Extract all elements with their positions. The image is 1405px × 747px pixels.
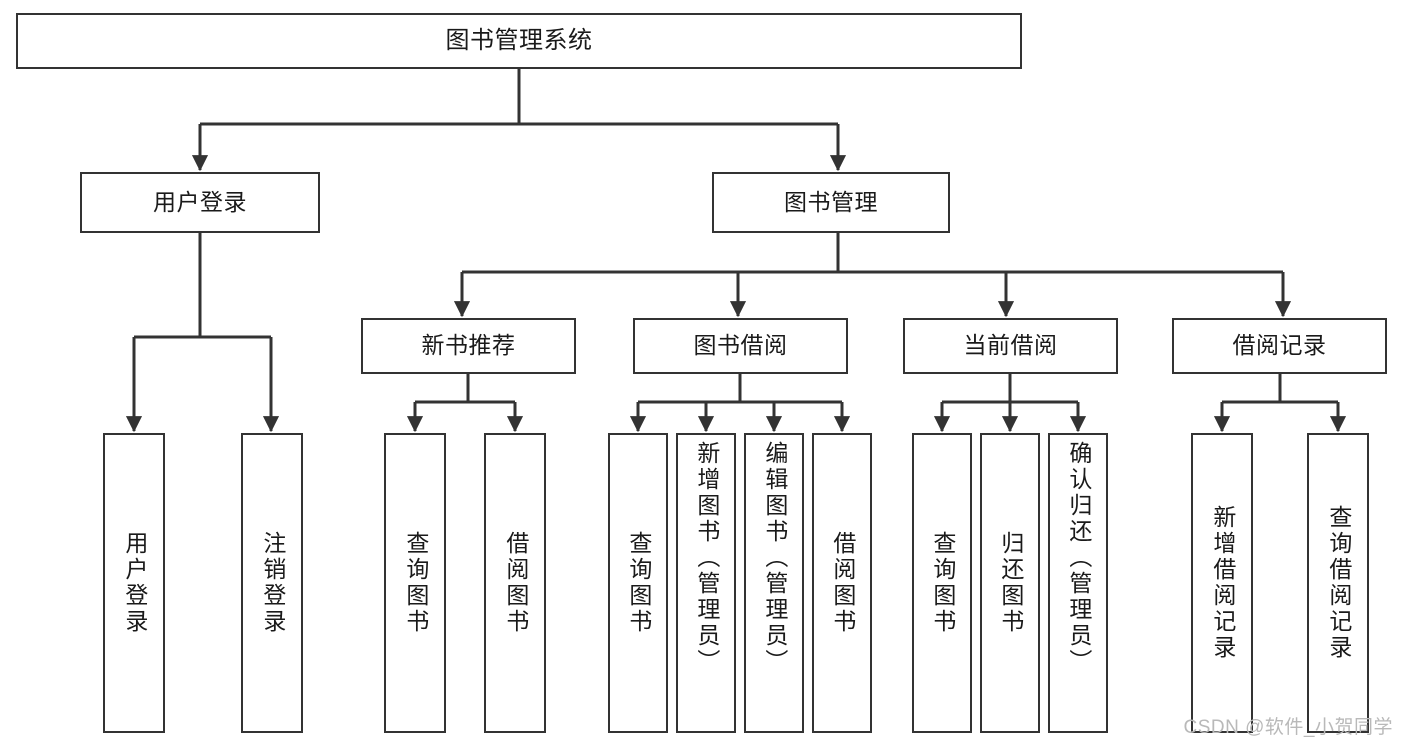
node-leaf-query-book-2[interactable]: 查询图书 <box>608 433 668 733</box>
node-leaf-query-record[interactable]: 查询借阅记录 <box>1307 433 1369 733</box>
node-leaf-query-book-2-label: 查询图书 <box>625 531 652 635</box>
node-leaf-borrow-book-2[interactable]: 借阅图书 <box>812 433 872 733</box>
node-book-borrow[interactable]: 图书借阅 <box>633 318 848 374</box>
node-leaf-confirm-return[interactable]: 确认归还（管理员） <box>1048 433 1108 733</box>
node-leaf-add-record[interactable]: 新增借阅记录 <box>1191 433 1253 733</box>
node-leaf-add-record-label: 新增借阅记录 <box>1209 505 1236 661</box>
node-leaf-borrow-book-2-label: 借阅图书 <box>829 531 856 635</box>
node-leaf-return-book-label: 归还图书 <box>997 531 1024 635</box>
node-leaf-query-book-1-label: 查询图书 <box>402 531 429 635</box>
node-leaf-query-book-3[interactable]: 查询图书 <box>912 433 972 733</box>
node-leaf-user-login[interactable]: 用户登录 <box>103 433 165 733</box>
node-leaf-query-record-label: 查询借阅记录 <box>1325 505 1352 661</box>
node-leaf-borrow-book-1-label: 借阅图书 <box>502 531 529 635</box>
node-leaf-add-book-label: 新增图书（管理员） <box>693 441 720 675</box>
node-new-book-recommend[interactable]: 新书推荐 <box>361 318 576 374</box>
node-leaf-logout-login[interactable]: 注销登录 <box>241 433 303 733</box>
node-leaf-query-book-3-label: 查询图书 <box>929 531 956 635</box>
node-root-system[interactable]: 图书管理系统 <box>16 13 1022 69</box>
node-leaf-return-book[interactable]: 归还图书 <box>980 433 1040 733</box>
node-borrow-record[interactable]: 借阅记录 <box>1172 318 1387 374</box>
node-leaf-query-book-1[interactable]: 查询图书 <box>384 433 446 733</box>
node-user-login[interactable]: 用户登录 <box>80 172 320 233</box>
node-leaf-add-book[interactable]: 新增图书（管理员） <box>676 433 736 733</box>
node-leaf-edit-book[interactable]: 编辑图书（管理员） <box>744 433 804 733</box>
node-current-borrow[interactable]: 当前借阅 <box>903 318 1118 374</box>
node-leaf-logout-login-label: 注销登录 <box>259 531 286 635</box>
node-leaf-edit-book-label: 编辑图书（管理员） <box>761 441 788 675</box>
node-book-management[interactable]: 图书管理 <box>712 172 950 233</box>
node-leaf-borrow-book-1[interactable]: 借阅图书 <box>484 433 546 733</box>
node-leaf-user-login-label: 用户登录 <box>121 531 148 635</box>
watermark-text: CSDN @软件_小贺同学 <box>1183 717 1393 738</box>
node-leaf-confirm-return-label: 确认归还（管理员） <box>1065 441 1092 675</box>
